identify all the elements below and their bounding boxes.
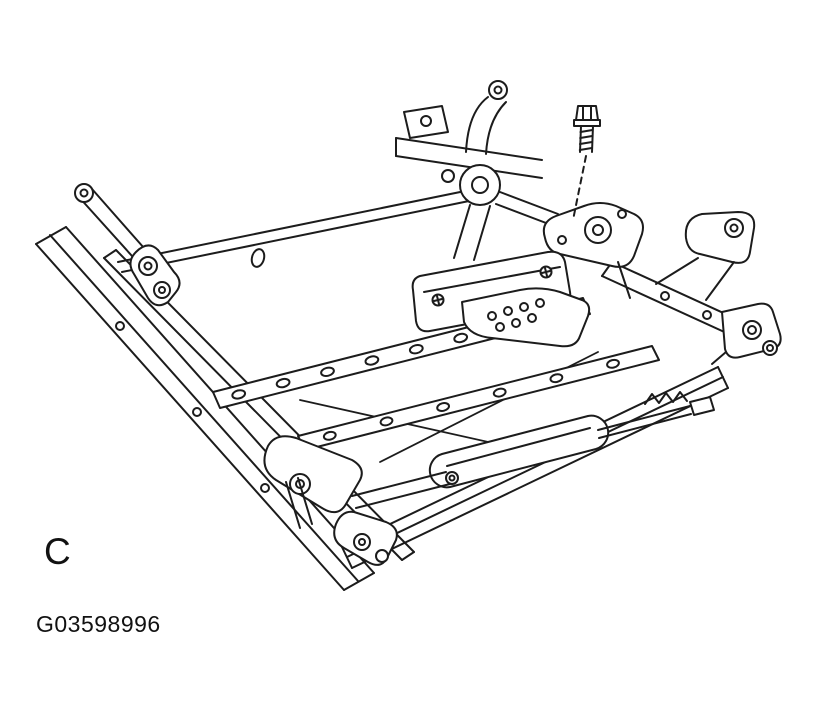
left-pivot-bracket	[74, 183, 181, 307]
front-foot-bracket	[333, 510, 398, 566]
diagram-root	[35, 80, 782, 591]
recliner-hub	[441, 164, 501, 261]
bolt-leader-line	[572, 155, 587, 221]
figure-id: G03598996	[36, 611, 161, 637]
right-pivot-arm	[655, 211, 756, 301]
link-to-latch	[495, 191, 559, 227]
latch-bracket	[542, 202, 644, 299]
left-rail	[35, 226, 375, 591]
panel-label: C	[44, 531, 71, 572]
torsion-bar	[117, 189, 475, 273]
upper-bracket-arm	[465, 80, 508, 155]
actuator-rod	[597, 391, 715, 439]
right-gearbox	[711, 302, 782, 365]
actuator-cylinder	[428, 414, 610, 489]
mount-bolt	[573, 105, 601, 153]
upper-crossmember	[395, 105, 543, 179]
front-left-arm	[263, 435, 459, 529]
seat-pan-plate	[461, 287, 591, 348]
